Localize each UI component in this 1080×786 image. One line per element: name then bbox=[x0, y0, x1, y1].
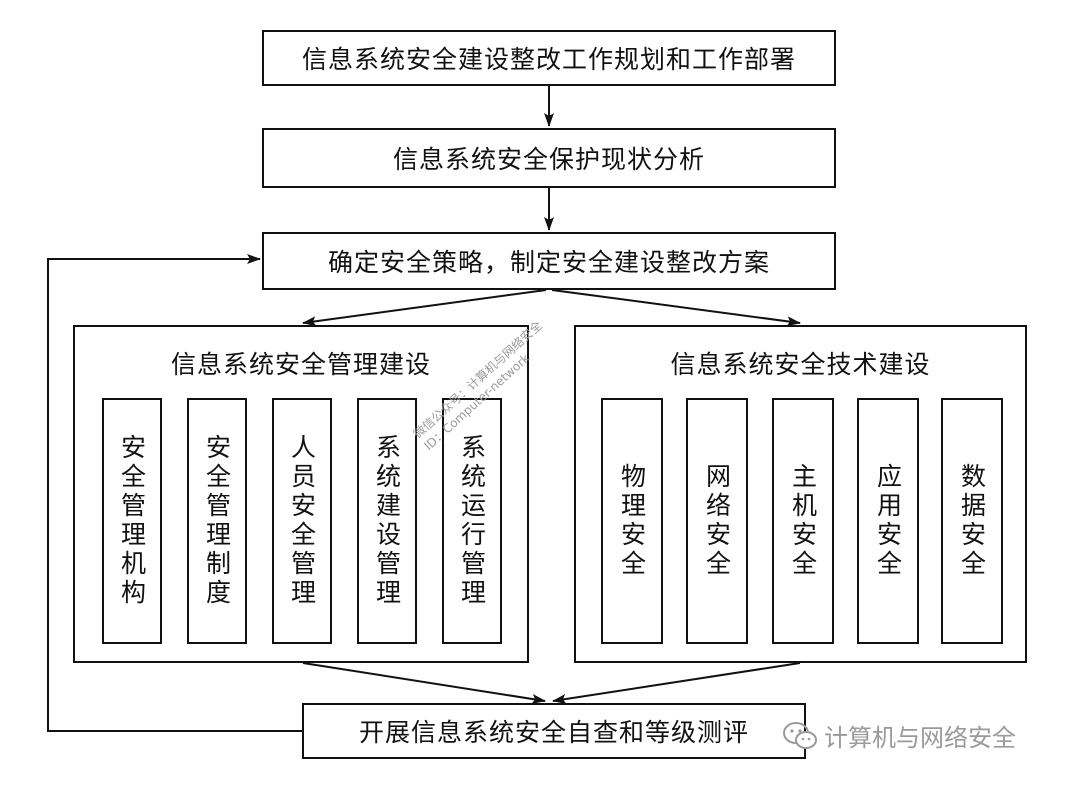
technical-item-5-label: 数据安全 bbox=[957, 463, 987, 579]
technical-item-4: 应用安全 bbox=[857, 398, 919, 644]
arrow-step3-to-technical bbox=[551, 289, 801, 327]
management-item-1-label: 安全管理机构 bbox=[117, 434, 147, 608]
management-item-1: 安全管理机构 bbox=[102, 398, 162, 644]
step-planning-box: 信息系统安全建设整改工作规划和工作部署 bbox=[262, 30, 836, 86]
management-group-title: 信息系统安全管理建设 bbox=[170, 350, 431, 379]
technical-item-4-label: 应用安全 bbox=[873, 463, 903, 579]
management-item-2: 安全管理制度 bbox=[187, 398, 247, 644]
technical-group-title: 信息系统安全技术建设 bbox=[670, 350, 931, 379]
step-analysis-box: 信息系统安全保护现状分析 bbox=[262, 128, 836, 188]
management-item-3-label: 人员安全管理 bbox=[287, 434, 317, 608]
arrow-step3-to-management bbox=[302, 289, 547, 327]
step-analysis-label: 信息系统安全保护现状分析 bbox=[392, 145, 705, 174]
technical-item-2-label: 网络安全 bbox=[702, 463, 732, 579]
technical-group: 信息系统安全技术建设 物理安全 网络安全 主机安全 应用安全 数据安全 bbox=[574, 325, 1027, 663]
technical-item-5: 数据安全 bbox=[941, 398, 1003, 644]
step-evaluation-box: 开展信息系统安全自查和等级测评 bbox=[302, 703, 806, 759]
step-strategy-box: 确定安全策略，制定安全建设整改方案 bbox=[262, 232, 836, 290]
arrow-management-to-step4 bbox=[302, 662, 546, 704]
step-strategy-label: 确定安全策略，制定安全建设整改方案 bbox=[327, 248, 770, 277]
management-item-4-label: 系统建设管理 bbox=[372, 434, 402, 608]
brand-watermark: 计算机与网络安全 bbox=[782, 718, 1016, 753]
step-evaluation-label: 开展信息系统安全自查和等级测评 bbox=[358, 718, 749, 747]
management-item-5: 系统运行管理 bbox=[442, 398, 502, 644]
technical-item-3-label: 主机安全 bbox=[788, 463, 818, 579]
wechat-icon bbox=[783, 721, 817, 749]
management-item-2-label: 安全管理制度 bbox=[202, 434, 232, 608]
management-item-3: 人员安全管理 bbox=[272, 398, 332, 644]
management-group: 信息系统安全管理建设 安全管理机构 安全管理制度 人员安全管理 系统建设管理 系… bbox=[73, 325, 529, 663]
management-item-4: 系统建设管理 bbox=[357, 398, 417, 644]
step-planning-label: 信息系统安全建设整改工作规划和工作部署 bbox=[301, 45, 796, 74]
technical-item-2: 网络安全 bbox=[686, 398, 748, 644]
technical-item-1: 物理安全 bbox=[601, 398, 663, 644]
technical-item-3: 主机安全 bbox=[772, 398, 834, 644]
arrow-technical-to-step4 bbox=[552, 662, 801, 704]
brand-label: 计算机与网络安全 bbox=[824, 724, 1016, 752]
management-item-5-label: 系统运行管理 bbox=[457, 434, 487, 608]
feedback-loop-arrow bbox=[47, 254, 302, 732]
technical-item-1-label: 物理安全 bbox=[617, 463, 647, 579]
